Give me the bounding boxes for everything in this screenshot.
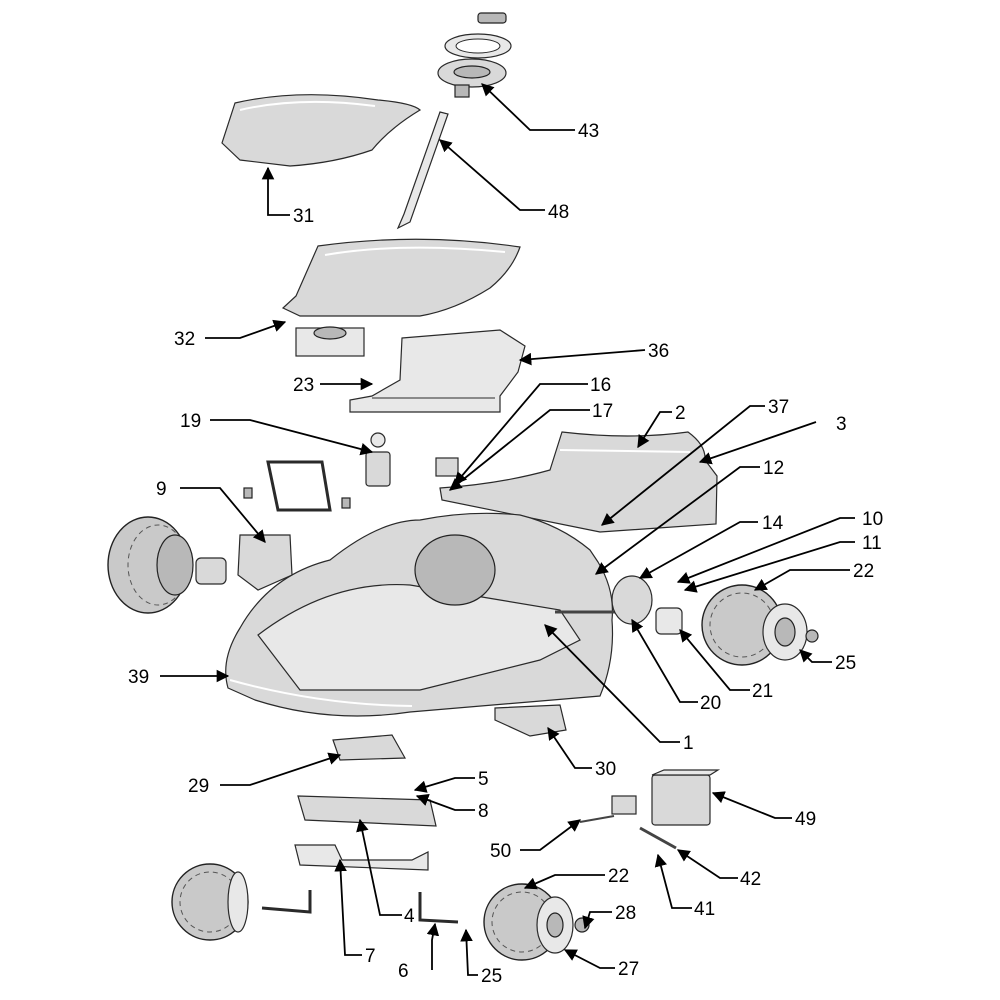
right-rear-axle-assembly	[555, 575, 819, 666]
callout-25: 25	[481, 966, 502, 987]
callout-14: 14	[762, 513, 784, 534]
callout-48: 48	[548, 202, 569, 223]
callout-28: 28	[615, 903, 636, 924]
callout-36: 36	[648, 341, 669, 362]
callout-3: 3	[836, 414, 847, 435]
callout-32: 32	[174, 329, 195, 350]
left-rear-wheel	[171, 863, 459, 941]
callout-10: 10	[862, 509, 883, 530]
callout-11: 11	[862, 533, 882, 554]
car-body	[225, 512, 614, 717]
callout-6: 6	[398, 961, 409, 982]
callout-23: 22	[853, 561, 874, 582]
callout-12: 12	[763, 458, 784, 479]
callout-4: 4	[404, 906, 415, 927]
seat	[349, 329, 526, 413]
windshield-dash	[281, 238, 521, 357]
callout-39: 39	[128, 667, 149, 688]
callout-29: 29	[188, 776, 209, 797]
callout-19: 19	[180, 411, 201, 432]
shifter	[365, 432, 391, 487]
callout-42: 42	[740, 869, 761, 890]
callout-37: 37	[768, 397, 789, 418]
leader-lines	[160, 83, 855, 976]
callout-31: 31	[293, 206, 314, 227]
callout-41: 41	[694, 899, 715, 920]
callout-50: 50	[490, 841, 511, 862]
callout-30: 30	[595, 759, 616, 780]
hood	[221, 94, 422, 167]
steering-wheel-assembly	[437, 12, 512, 98]
battery-bracket	[494, 704, 567, 737]
callout-22: 22	[608, 866, 629, 887]
callout-9: 9	[156, 479, 167, 500]
steering-column	[396, 111, 449, 230]
switch-bracket	[243, 460, 351, 512]
left-front-wheel	[107, 516, 293, 614]
right-rear-wheel	[483, 883, 590, 961]
callout-24: 23	[293, 375, 314, 396]
callout-17: 17	[592, 401, 613, 422]
callout-16: 16	[590, 375, 611, 396]
rear-bumper	[294, 795, 437, 871]
callout-27: 27	[618, 959, 639, 980]
bumper-bracket	[332, 734, 407, 761]
callout-1: 1	[683, 733, 694, 754]
callout-5: 5	[478, 769, 489, 790]
callout-43: 43	[578, 121, 599, 142]
callout-2: 2	[675, 403, 686, 424]
battery-and-wiring	[579, 769, 721, 850]
callout-26: 25	[835, 653, 856, 674]
callout-21: 21	[752, 681, 773, 702]
callout-20: 20	[700, 693, 721, 714]
callout-7: 7	[365, 946, 376, 967]
callout-8: 8	[478, 801, 489, 822]
callout-49: 49	[795, 809, 816, 830]
callout-labels: 43 48 31 32 36 23 16 17 19 2 3 37 12 14 …	[128, 121, 883, 987]
small-switch	[435, 457, 459, 477]
